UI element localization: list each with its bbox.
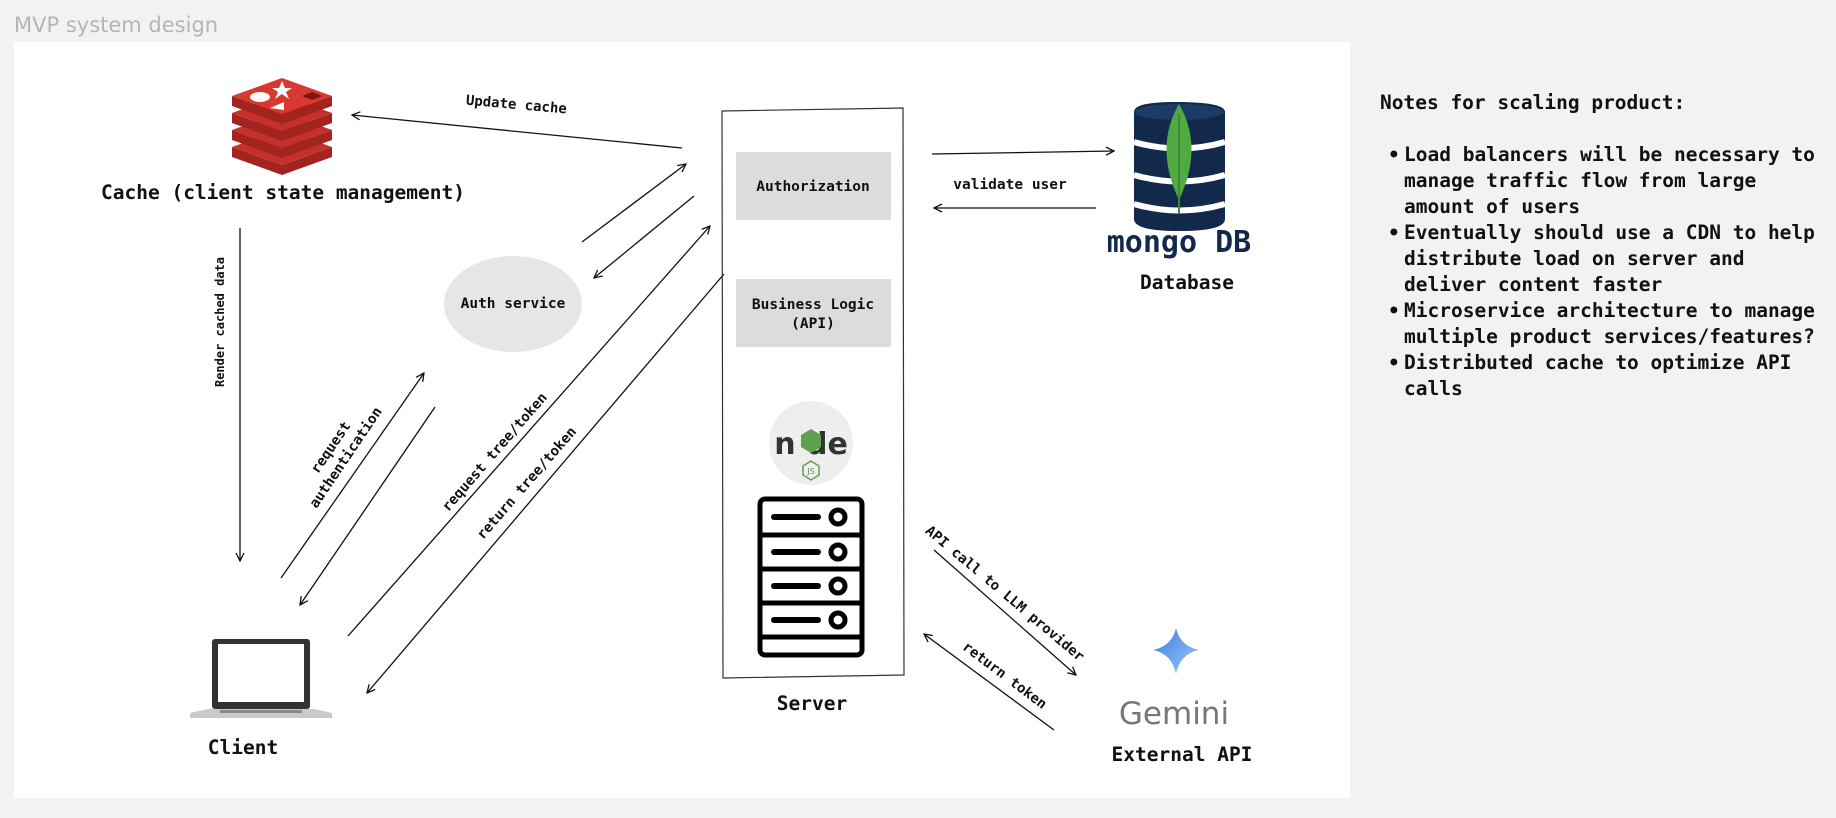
laptop-icon xyxy=(190,639,332,718)
svg-text:JS: JS xyxy=(806,467,814,476)
database-label: Database xyxy=(1140,271,1234,294)
business-logic-box xyxy=(736,279,891,347)
authorization-box xyxy=(736,152,891,220)
frame-title: MVP system design xyxy=(14,13,219,37)
server-rack-icon xyxy=(757,496,865,658)
auth-service-label: Auth service xyxy=(461,296,566,312)
auth-to-server-arrow xyxy=(581,164,686,243)
auth-service-node xyxy=(444,256,582,352)
render-cached-data-label: Render cached data xyxy=(213,257,227,387)
redis-cache-icon xyxy=(232,78,332,175)
scaling-notes: Notes for scaling product: Load balancer… xyxy=(1380,90,1830,402)
authorization-label: Authorization xyxy=(756,179,870,195)
notes-item: Distributed cache to optimize API calls xyxy=(1388,350,1830,402)
external-api-label: External API xyxy=(1112,743,1253,766)
update-cache-label: Update cache xyxy=(465,93,567,118)
notes-item: Microservice architecture to manage mult… xyxy=(1388,298,1830,350)
cache-label: Cache (client state management) xyxy=(101,181,465,204)
api-call-arrow xyxy=(933,549,1076,675)
notes-item: Eventually should use a CDN to help dist… xyxy=(1388,220,1830,298)
client-label: Client xyxy=(208,736,278,759)
request-authentication-label: request authentication xyxy=(307,404,386,511)
notes-item: Load balancers will be necessary to mana… xyxy=(1388,142,1830,220)
server-to-auth-arrow xyxy=(594,195,695,278)
request-authentication-arrow xyxy=(280,373,424,579)
server-label: Server xyxy=(777,692,847,715)
business-logic-label: Business Logic xyxy=(752,297,874,313)
diagram-canvas: Cache (client state management) Update c… xyxy=(14,42,1350,798)
gemini-logo-text: Gemini xyxy=(1119,696,1229,732)
notes-title: Notes for scaling product: xyxy=(1380,91,1686,114)
auth-response-arrow xyxy=(300,406,436,605)
business-logic-sublabel: (API) xyxy=(791,316,835,332)
server-container xyxy=(721,107,905,679)
nodejs-icon: n de JS xyxy=(769,401,853,485)
mongodb-logo-text: mongo DB xyxy=(1107,225,1252,260)
request-tree-token-arrow xyxy=(347,226,710,637)
validate-user-label: validate user xyxy=(953,177,1067,193)
return-token-label: return token xyxy=(959,639,1049,713)
system-design-diagram: Cache (client state management) Update c… xyxy=(101,78,1253,766)
notes-list: Load balancers will be necessary to mana… xyxy=(1380,142,1830,402)
update-cache-arrow xyxy=(352,115,683,149)
server-to-database-arrow xyxy=(931,151,1114,154)
return-tree-token-arrow xyxy=(367,273,725,693)
return-tree-token-label: return tree/token xyxy=(474,424,580,543)
gemini-star-icon xyxy=(1153,628,1199,674)
return-token-arrow xyxy=(924,634,1055,731)
mongodb-database-icon xyxy=(1133,102,1226,231)
api-call-label: API call to LLM provider xyxy=(922,523,1087,665)
